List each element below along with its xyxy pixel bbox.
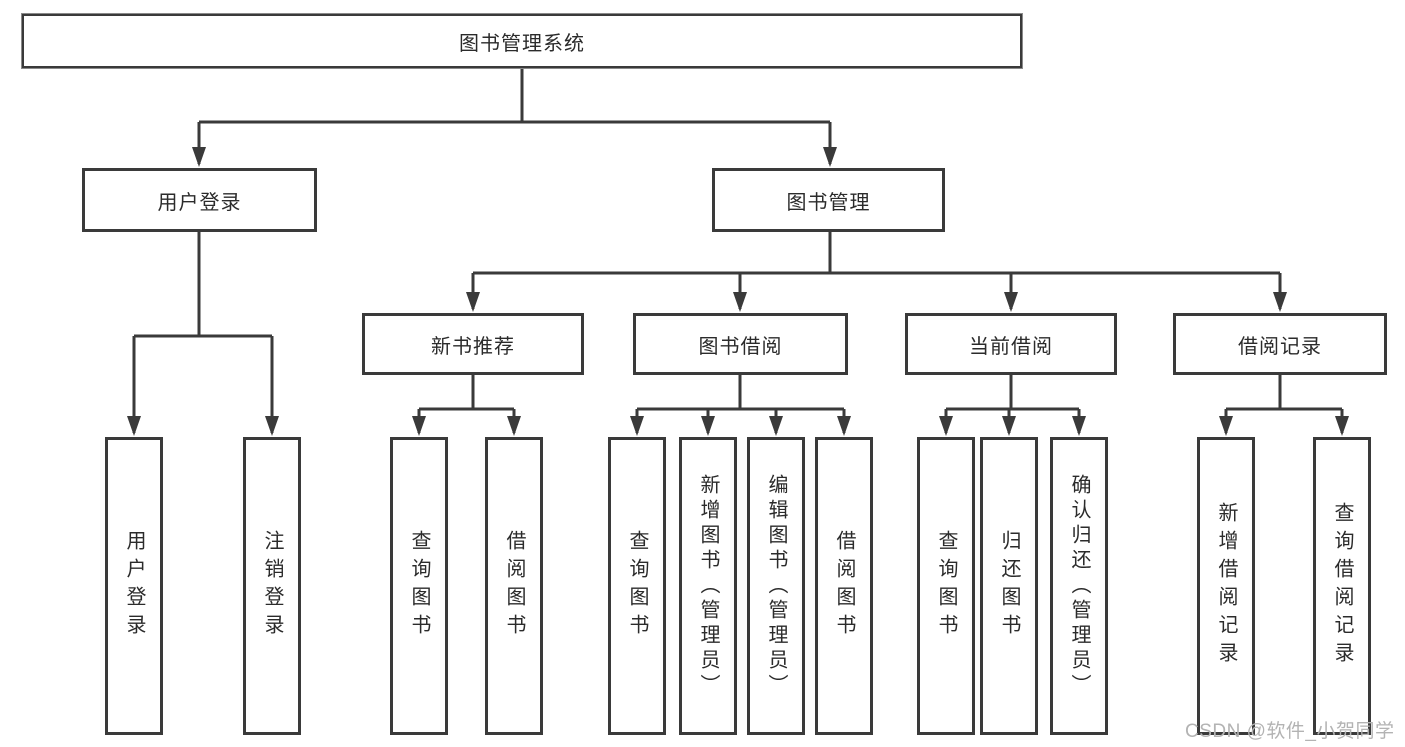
arrow-icon [1335,416,1349,436]
leaf-add-books-admin: 新增图书（管理员） [679,437,737,735]
node-label: 编辑图书（管理员） [765,473,787,699]
node-label: 用户登录 [157,191,242,214]
node-label: 查询借阅记录 [1331,502,1353,670]
leaf-query-borrow-record: 查询借阅记录 [1313,437,1371,735]
connector-book-mgmt-branch [471,232,1282,309]
connector-user-login-branch [132,232,274,433]
arrow-icon [733,292,747,312]
node-book-management: 图书管理 [712,168,945,232]
node-label: 借阅图书 [503,530,525,642]
arrow-icon [1219,416,1233,436]
node-current-borrowing: 当前借阅 [905,313,1117,375]
arrow-icon [265,416,279,436]
leaf-query-books-3: 查询图书 [917,437,975,735]
arrow-icon [466,292,480,312]
arrow-icon [1004,292,1018,312]
arrowheads [127,147,1349,436]
leaf-query-books-1: 查询图书 [390,437,448,735]
node-borrow-records: 借阅记录 [1173,313,1387,375]
node-label: 当前借阅 [969,335,1053,358]
arrow-icon [127,416,141,436]
node-label: 图书管理系统 [459,32,585,55]
node-label: 归还图书 [998,530,1020,642]
leaf-query-books-2: 查询图书 [608,437,666,735]
leaf-return-books: 归还图书 [980,437,1038,735]
node-label: 新增借阅记录 [1215,502,1237,670]
node-label: 图书管理 [786,191,871,214]
node-label: 注销登录 [261,530,283,642]
node-book-borrowing: 图书借阅 [633,313,848,375]
leaf-add-borrow-record: 新增借阅记录 [1197,437,1255,735]
arrow-icon [1002,416,1016,436]
connector-records-branch [1224,375,1344,433]
node-label: 用户登录 [123,530,145,642]
arrow-icon [939,416,953,436]
node-label: 图书借阅 [698,335,783,358]
node-label: 新增图书（管理员） [697,473,719,699]
arrow-icon [630,416,644,436]
node-label: 查询图书 [935,530,957,642]
node-label: 确认归还（管理员） [1068,473,1090,699]
arrow-icon [507,416,521,436]
arrow-icon [837,416,851,436]
arrow-icon [823,147,837,167]
leaf-confirm-return-admin: 确认归还（管理员） [1050,437,1108,735]
leaf-logout: 注销登录 [243,437,301,735]
arrow-icon [1072,416,1086,436]
node-label: 查询图书 [408,530,430,642]
node-label: 借阅图书 [833,530,855,642]
arrow-icon [192,147,206,167]
csdn-watermark: CSDN @软件_小贺同学 [1185,721,1395,742]
leaf-borrow-books-1: 借阅图书 [485,437,543,735]
node-root-library-system: 图书管理系统 [22,14,1022,68]
connector-root-to-level2 [197,68,832,164]
arrow-icon [701,416,715,436]
node-new-book-recommend: 新书推荐 [362,313,584,375]
leaf-edit-books-admin: 编辑图书（管理员） [747,437,805,735]
connector-borrowing-branch [635,375,846,433]
node-label: 新书推荐 [431,335,515,358]
node-label: 查询图书 [626,530,648,642]
arrow-icon [412,416,426,436]
leaf-borrow-books-2: 借阅图书 [815,437,873,735]
connector-new-books-branch [417,375,516,433]
arrow-icon [769,416,783,436]
leaf-user-login: 用户登录 [105,437,163,735]
arrow-icon [1273,292,1287,312]
node-user-login: 用户登录 [82,168,317,232]
node-label: 借阅记录 [1238,335,1322,358]
